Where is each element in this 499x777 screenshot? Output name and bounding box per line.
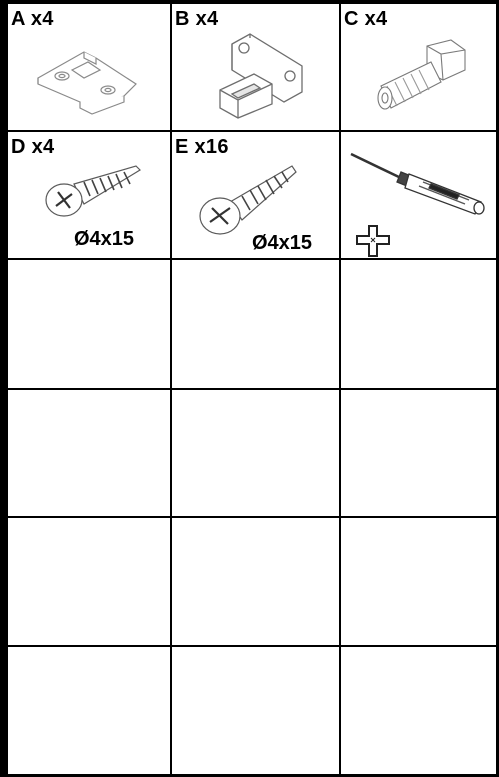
part-cell-tools bbox=[341, 132, 496, 260]
empty-cell bbox=[8, 518, 172, 647]
bracket-icon bbox=[210, 30, 310, 120]
part-label-b: B x4 bbox=[175, 8, 218, 31]
part-cell-c: C x4 bbox=[341, 4, 496, 132]
empty-cell bbox=[172, 260, 341, 390]
part-label-e: E x16 bbox=[175, 136, 229, 159]
empty-cell bbox=[341, 260, 496, 390]
screwdriver-icon bbox=[347, 148, 493, 218]
parts-grid: A x4 B x4 bbox=[8, 4, 496, 774]
empty-cell bbox=[8, 390, 172, 518]
phillips-bit-icon bbox=[355, 224, 391, 258]
part-cell-d: D x4 Ø4x15 bbox=[8, 132, 172, 260]
empty-cell bbox=[341, 390, 496, 518]
part-label-a: A x4 bbox=[11, 8, 54, 31]
part-size-e: Ø4x15 bbox=[252, 232, 312, 255]
pan-head-screw-icon bbox=[44, 160, 144, 226]
part-size-d: Ø4x15 bbox=[74, 228, 134, 251]
countersunk-screw-icon bbox=[198, 160, 302, 240]
part-label-d: D x4 bbox=[11, 136, 54, 159]
part-label-c: C x4 bbox=[344, 8, 387, 31]
empty-cell bbox=[8, 260, 172, 390]
part-cell-b: B x4 bbox=[172, 4, 341, 132]
empty-cell bbox=[341, 647, 496, 774]
bolt-nut-icon bbox=[367, 36, 477, 122]
empty-cell bbox=[172, 647, 341, 774]
part-cell-e: E x16 Ø4x15 bbox=[172, 132, 341, 260]
empty-cell bbox=[172, 390, 341, 518]
hinge-plate-icon bbox=[32, 44, 142, 116]
empty-cell bbox=[341, 518, 496, 647]
empty-cell bbox=[8, 647, 172, 774]
part-cell-a: A x4 bbox=[8, 4, 172, 132]
empty-cell bbox=[172, 518, 341, 647]
